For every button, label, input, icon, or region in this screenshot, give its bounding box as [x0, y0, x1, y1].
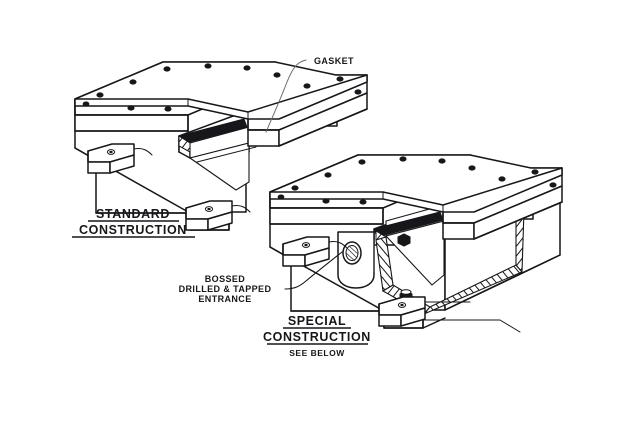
cover-bolt	[322, 198, 330, 204]
cover-bolt	[291, 185, 299, 191]
special-title-line1: SPECIAL	[288, 314, 346, 328]
bossed-callout-line3: ENTRANCE	[198, 294, 251, 304]
cover-bolt	[96, 92, 104, 98]
cover-bolt	[303, 83, 311, 89]
bossed-entrance-callout: BOSSED DRILLED & TAPPED ENTRANCE	[179, 251, 343, 304]
cover-bolt	[243, 65, 251, 71]
cover-bolt	[127, 105, 135, 111]
cover-bolt	[273, 72, 281, 78]
cover-bolt	[204, 63, 212, 69]
cover-bolt	[399, 156, 407, 162]
standard-lid-bolts	[82, 63, 362, 112]
cover-bolt	[359, 199, 367, 205]
hex-nut	[397, 233, 411, 247]
mounting-foot	[282, 236, 348, 267]
cover-bolt	[129, 79, 137, 85]
special-title-line2: CONSTRUCTION	[263, 330, 371, 344]
standard-gasket-band	[178, 135, 191, 153]
foot-guide-line	[423, 319, 521, 333]
mounting-foot	[378, 296, 426, 327]
special-title-note: SEE BELOW	[289, 348, 345, 358]
gasket-callout: GASKET	[265, 56, 354, 133]
cover-bolt	[163, 66, 171, 72]
cover-bolt	[358, 159, 366, 165]
cover-bolt	[498, 176, 506, 182]
cover-bolt	[336, 76, 344, 82]
cover-bolt	[164, 106, 172, 112]
bossed-entrance	[337, 231, 375, 289]
cover-bolt	[531, 169, 539, 175]
bossed-callout-line1: BOSSED	[205, 274, 246, 284]
special-enclosure	[269, 154, 563, 329]
cover-bolt	[82, 101, 90, 107]
bossed-callout-line2: DRILLED & TAPPED	[179, 284, 272, 294]
cover-bolt	[324, 172, 332, 178]
special-lid-bolts	[277, 156, 557, 205]
standard-enclosure	[74, 61, 368, 231]
mounting-foot	[185, 200, 251, 231]
special-construction-title: SPECIAL CONSTRUCTION SEE BELOW	[263, 314, 371, 358]
standard-lid-top	[74, 61, 368, 120]
cover-bolt	[277, 194, 285, 200]
standard-enclosure-cavity	[189, 126, 257, 191]
special-lid-top	[269, 154, 563, 213]
mounting-foot	[87, 143, 153, 174]
gasket-callout-label: GASKET	[314, 56, 354, 66]
standard-title-line2: CONSTRUCTION	[79, 223, 187, 237]
cover-bolt	[438, 158, 446, 164]
cover-bolt	[549, 182, 557, 188]
standard-title-line1: STANDARD	[96, 207, 170, 221]
standard-construction-title: STANDARD CONSTRUCTION	[72, 207, 195, 238]
cover-bolt	[354, 89, 362, 95]
cover-bolt	[468, 165, 476, 171]
